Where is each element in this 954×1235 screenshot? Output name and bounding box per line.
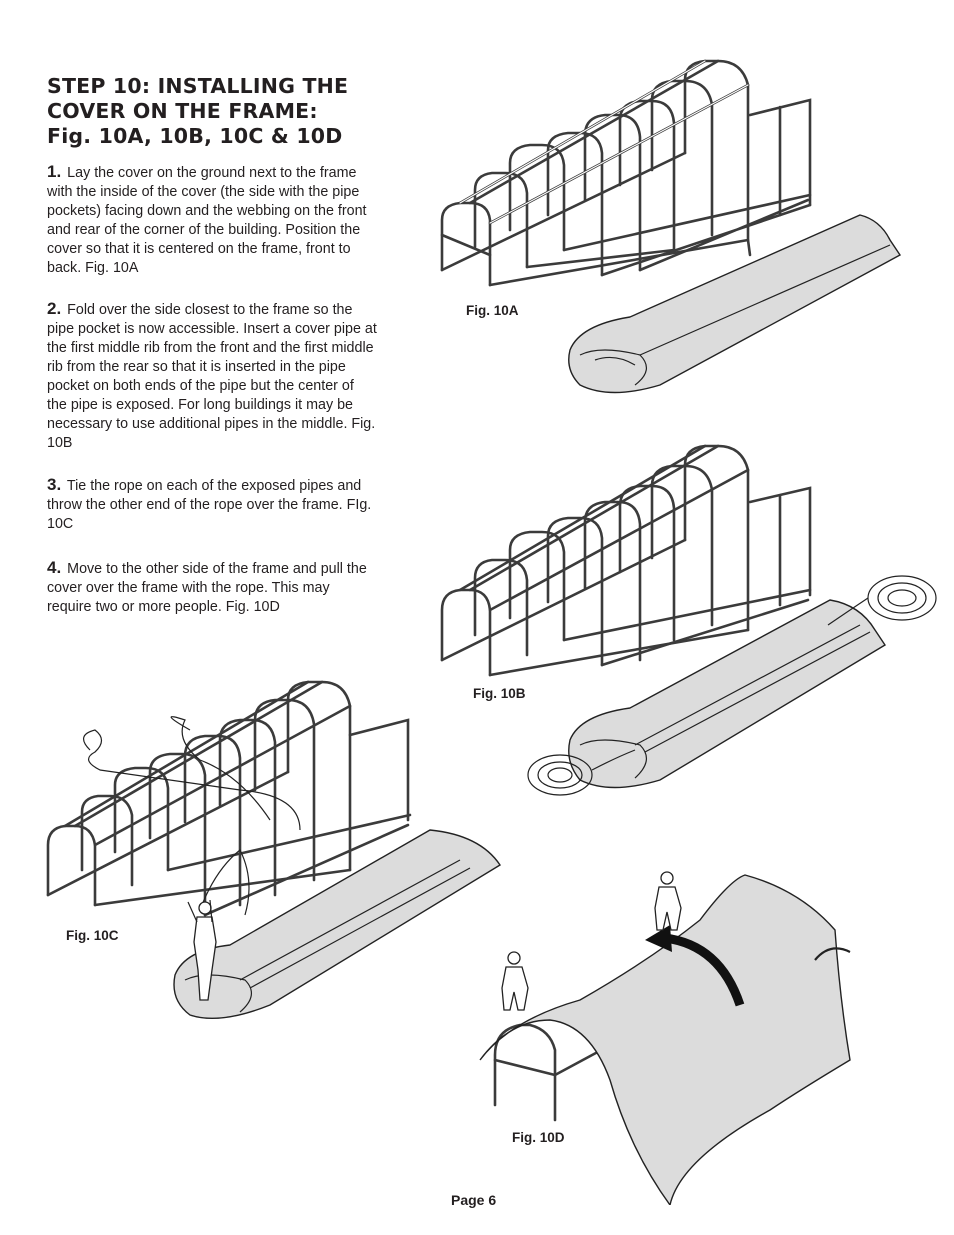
rope-coil-left — [527, 749, 636, 796]
person-left — [501, 951, 529, 1011]
page-number: Page 6 — [451, 1192, 497, 1208]
instruction-step-1: 1. Lay the cover on the ground next to t… — [47, 162, 377, 278]
figure-10b-illustration — [440, 444, 937, 796]
heading-line-2: COVER ON THE FRAME: — [47, 99, 318, 123]
person-pulling-rope — [187, 899, 217, 1001]
step-heading: STEP 10: INSTALLING THE COVER ON THE FRA… — [47, 74, 387, 149]
heading-line-1: STEP 10: INSTALLING THE — [47, 74, 349, 98]
step-text: Lay the cover on the ground next to the … — [47, 165, 367, 276]
folded-cover-with-pipes — [568, 599, 886, 789]
figure-10a-illustration — [440, 59, 902, 394]
step-number: 2. — [47, 299, 62, 318]
rope-coil-right — [827, 575, 937, 626]
step-number: 4. — [47, 558, 62, 577]
instruction-step-2: 2. Fold over the side closest to the fra… — [47, 299, 377, 453]
figure-10c-label: Fig. 10C — [66, 928, 119, 943]
shelter-frame — [440, 59, 812, 287]
step-text: Fold over the side closest to the frame … — [47, 302, 377, 451]
ropes — [83, 716, 301, 916]
heading-line-3: Fig. 10A, 10B, 10C & 10D — [47, 124, 343, 148]
step-number: 3. — [47, 475, 62, 494]
instruction-step-3: 3. Tie the rope on each of the exposed p… — [47, 475, 377, 534]
instruction-step-4: 4. Move to the other side of the frame a… — [47, 558, 377, 617]
pull-direction-arrow — [645, 925, 745, 1007]
shelterlogic-logo — [814, 947, 851, 961]
step-text: Tie the rope on each of the exposed pipe… — [47, 478, 372, 532]
figure-10d-illustration — [479, 871, 851, 1205]
folded-cover — [568, 214, 902, 394]
shelter-frame — [440, 444, 812, 677]
step-text: Move to the other side of the frame and … — [47, 561, 367, 615]
figure-10a-label: Fig. 10A — [466, 303, 519, 318]
step-number: 1. — [47, 162, 62, 181]
cover-over-frame — [479, 874, 851, 1205]
person-top — [654, 871, 682, 931]
figure-10b-label: Fig. 10B — [473, 686, 526, 701]
figure-10d-label: Fig. 10D — [512, 1130, 565, 1145]
figure-10c-illustration — [46, 680, 501, 1019]
